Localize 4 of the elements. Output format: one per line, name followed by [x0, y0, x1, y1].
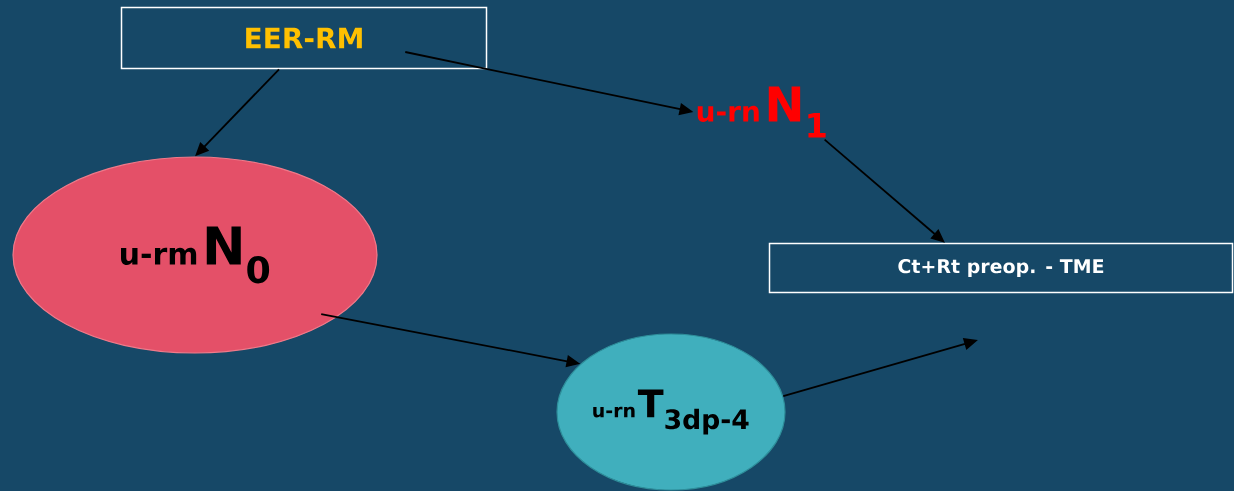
title-box: EER-RM — [120, 6, 488, 70]
arrow — [823, 138, 945, 243]
stage-label: u-rn N$_{1}$ — [697, 86, 826, 138]
treatment-box: Ct+Rt preop. - TME — [768, 242, 1234, 294]
